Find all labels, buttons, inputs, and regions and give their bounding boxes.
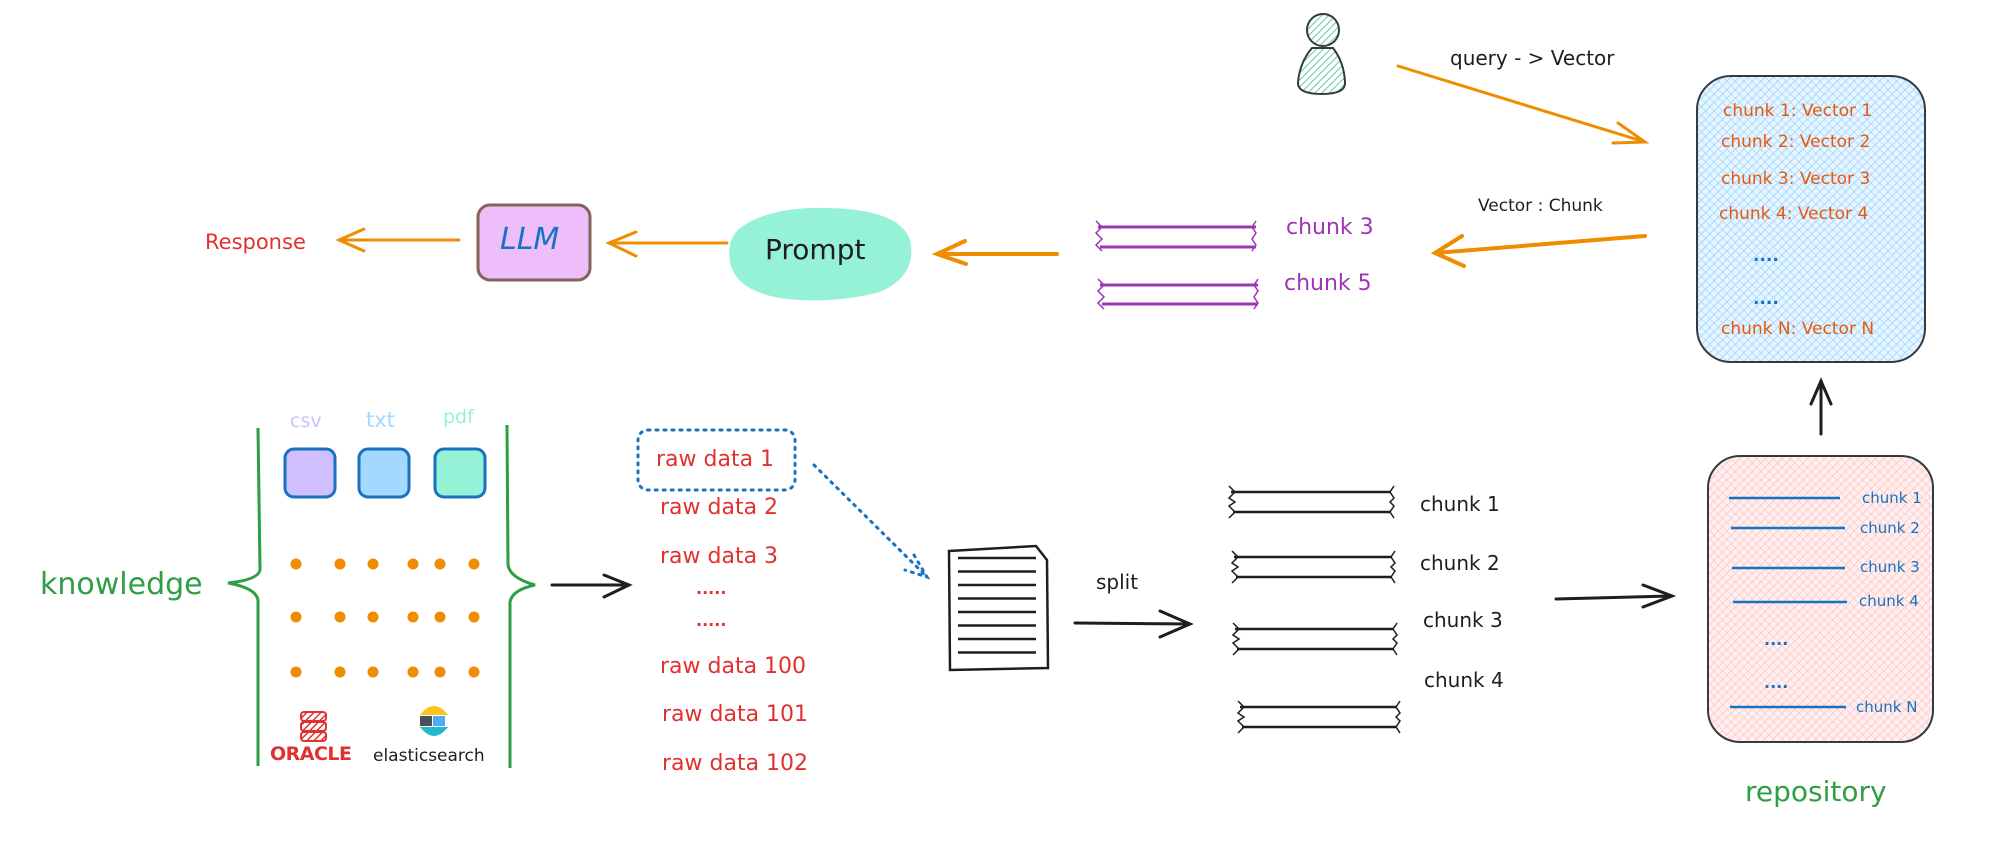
vector-store-row: chunk 1: Vector 1 bbox=[1723, 101, 1873, 121]
vector-store-ellipsis: .... bbox=[1753, 246, 1779, 266]
record-dot bbox=[290, 666, 302, 678]
record-dot bbox=[468, 558, 480, 570]
chunk-bar bbox=[1227, 485, 1395, 519]
retrieve-label: Vector : Chunk bbox=[1478, 196, 1603, 216]
record-dot bbox=[434, 666, 446, 678]
chunk-bar bbox=[1230, 550, 1396, 584]
vector-store-row: chunk 4: Vector 4 bbox=[1719, 204, 1869, 224]
raw-data-item: raw data 101 bbox=[662, 702, 809, 727]
retrieved-chunk-label: chunk 3 bbox=[1286, 215, 1374, 240]
embed-arrow bbox=[1809, 377, 1833, 436]
record-dot bbox=[407, 666, 419, 678]
llm-box bbox=[476, 203, 592, 282]
chunk-bar bbox=[1236, 700, 1401, 734]
elasticsearch-icon bbox=[419, 706, 449, 736]
response-label: Response bbox=[205, 230, 306, 254]
repository-row: chunk 1 bbox=[1862, 489, 1922, 507]
to-response-arrow bbox=[335, 227, 461, 253]
repository-row: chunk 2 bbox=[1860, 519, 1920, 537]
record-dot bbox=[407, 611, 419, 623]
raw-data-item: raw data 102 bbox=[662, 751, 809, 776]
pdf-label: pdf bbox=[443, 406, 474, 428]
repository-lines bbox=[1729, 496, 1847, 709]
record-dot bbox=[290, 558, 302, 570]
repository-label: repository bbox=[1745, 775, 1887, 808]
vector-store-row: chunk 3: Vector 3 bbox=[1721, 169, 1871, 189]
record-dot bbox=[367, 666, 379, 678]
record-dot bbox=[434, 558, 446, 570]
retrieved-chunk-bar-3 bbox=[1094, 220, 1257, 252]
raw-data-item: raw data 3 bbox=[660, 544, 779, 569]
record-dot bbox=[434, 611, 446, 623]
prompt-label: Prompt bbox=[765, 233, 866, 266]
raw-data-ellipsis: ..... bbox=[696, 611, 727, 630]
repository-row: chunk N bbox=[1856, 698, 1918, 716]
retrieve-arrow bbox=[1430, 234, 1647, 268]
raw-data-ellipsis: ..... bbox=[696, 579, 727, 598]
chunk-bar bbox=[1231, 622, 1398, 656]
retrieved-chunk-bars bbox=[1094, 220, 1259, 310]
txt-label: txt bbox=[366, 408, 395, 432]
retrieved-chunk-bar-5 bbox=[1096, 278, 1259, 310]
repository-row: chunk 4 bbox=[1859, 592, 1919, 610]
chunks-to-repository-arrow bbox=[1554, 583, 1677, 609]
vector-store-row: chunk 2: Vector 2 bbox=[1721, 132, 1871, 152]
split-chunk-label: chunk 4 bbox=[1424, 668, 1504, 692]
prompt-blob bbox=[729, 207, 912, 301]
pdf-file-box bbox=[433, 447, 487, 499]
elasticsearch-label: elasticsearch bbox=[373, 746, 485, 766]
split-chunk-label: chunk 1 bbox=[1420, 492, 1500, 516]
raw-data-item: raw data 2 bbox=[660, 495, 779, 520]
knowledge-label: knowledge bbox=[40, 567, 203, 602]
record-dot bbox=[407, 558, 419, 570]
knowledge-brace-left bbox=[227, 427, 262, 766]
record-dot bbox=[468, 611, 480, 623]
split-label: split bbox=[1096, 570, 1139, 594]
knowledge-to-raw-arrow bbox=[550, 573, 633, 599]
split-chunk-bars bbox=[1227, 485, 1401, 734]
record-dot bbox=[290, 611, 302, 623]
to-llm-arrow bbox=[605, 230, 729, 258]
vector-store-row: chunk N: Vector N bbox=[1721, 319, 1875, 339]
record-dot bbox=[334, 558, 346, 570]
repository-ellipsis: .... bbox=[1764, 630, 1789, 649]
record-dot bbox=[468, 666, 480, 678]
raw-data-item: raw data 1 bbox=[656, 447, 775, 472]
record-dot bbox=[367, 611, 379, 623]
record-dot bbox=[334, 611, 346, 623]
vector-store-box bbox=[1696, 75, 1926, 363]
document-icon bbox=[947, 544, 1050, 672]
llm-label: LLM bbox=[500, 222, 560, 257]
knowledge-brace-right bbox=[505, 424, 536, 768]
repository-ellipsis: .... bbox=[1764, 673, 1789, 692]
to-prompt-arrow bbox=[931, 239, 1059, 266]
vector-store-ellipsis: .... bbox=[1753, 289, 1779, 309]
record-dot bbox=[334, 666, 346, 678]
split-chunk-label: chunk 2 bbox=[1420, 551, 1500, 575]
split-arrow bbox=[1073, 609, 1194, 639]
txt-file-box bbox=[357, 447, 411, 499]
oracle-label: ORACLE bbox=[270, 743, 352, 765]
raw-data-item: raw data 100 bbox=[660, 654, 807, 679]
person-icon bbox=[1296, 13, 1347, 96]
csv-label: csv bbox=[290, 410, 322, 432]
oracle-db-icon bbox=[300, 711, 327, 742]
raw-to-document-arrow bbox=[812, 463, 931, 580]
retrieved-chunk-label: chunk 5 bbox=[1284, 271, 1372, 296]
repository-row: chunk 3 bbox=[1860, 558, 1920, 576]
query-label: query - > Vector bbox=[1450, 46, 1615, 70]
query-arrow bbox=[1396, 64, 1650, 145]
record-dot bbox=[367, 558, 379, 570]
csv-file-box bbox=[283, 447, 337, 499]
split-chunk-label: chunk 3 bbox=[1423, 608, 1503, 632]
record-dots bbox=[290, 558, 480, 678]
